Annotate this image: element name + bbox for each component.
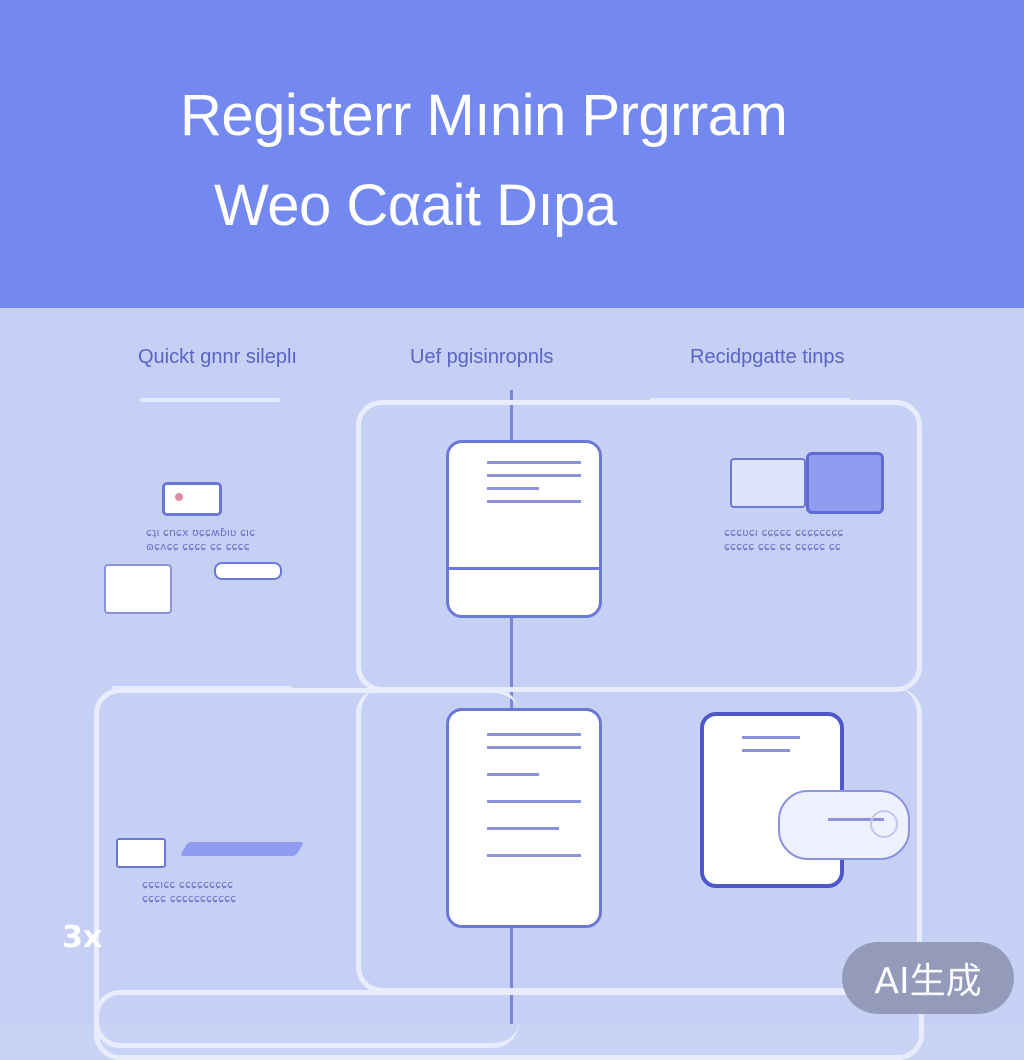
column-heading-2: Uef pgisinropnls <box>410 346 554 368</box>
app-screen-card-2 <box>446 708 602 928</box>
folder-icon <box>730 458 806 508</box>
monitor-icon <box>162 482 222 516</box>
flow-frame-footer <box>94 990 924 1060</box>
divider-line <box>140 398 280 402</box>
header-banner: Registerr Mınin Prgrram Weo Cαait Dıpa <box>0 0 1024 308</box>
column-heading-1: Quickt ⁠ɡnnr sileplı <box>138 346 297 368</box>
laptop-icon <box>116 838 166 868</box>
envelope-icon <box>104 564 172 614</box>
column-heading-3: Recidpgatte ⁠tinps <box>690 346 845 368</box>
step-counter: 3x <box>62 920 103 955</box>
chat-bubble-icon <box>778 790 910 860</box>
ai-generated-badge: AI生成 <box>842 942 1014 1014</box>
pen-icon <box>179 842 305 856</box>
page-title-line1: Registerr Mınin Prgrram <box>180 83 788 148</box>
app-screen-card-1 <box>446 440 602 618</box>
document-stack-icon <box>806 452 884 514</box>
input-bar-icon <box>214 562 282 580</box>
flow-frame-top <box>356 400 922 692</box>
page-title-line2: Weo Cαait Dıpa <box>214 173 617 238</box>
